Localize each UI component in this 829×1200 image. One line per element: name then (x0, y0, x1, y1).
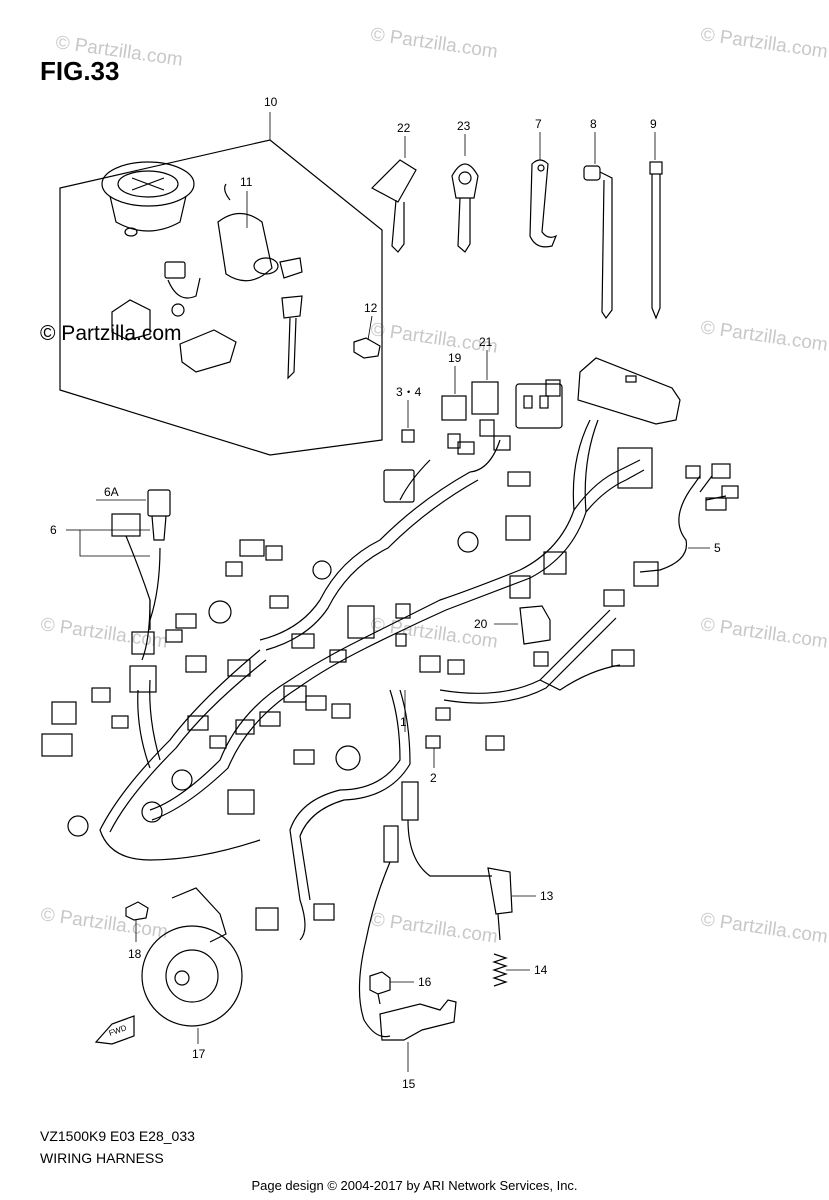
callout-1: 1 (400, 715, 407, 729)
part-21-relay: 21 (471, 335, 499, 437)
watermark: © Partzilla.com (699, 317, 829, 356)
part-22-key: 22 (371, 121, 417, 253)
callout-21: 21 (479, 335, 493, 349)
callout-22: 22 (397, 121, 411, 135)
callout-5: 5 (714, 541, 721, 555)
watermark: © Partzilla.com (369, 24, 499, 63)
part-13-switch: 13 (401, 781, 554, 941)
part-12-screw: 12 (353, 301, 381, 359)
callout-17: 17 (192, 1047, 206, 1061)
fwd-arrow-icon: FWD (94, 1015, 135, 1045)
part-10-ignition-set: 10 11 (59, 95, 383, 456)
part-8-clamp-tie: 8 (583, 117, 613, 320)
callout-6: 6 (50, 523, 57, 537)
part-7-clamp: 7 (529, 117, 558, 248)
figure-title: FIG.33 (40, 56, 120, 86)
part-19-relay: 19 (441, 351, 467, 449)
part-17-horn: 17 (141, 887, 243, 1061)
callout-15: 15 (402, 1077, 416, 1091)
callout-10: 10 (264, 95, 278, 109)
callout-14: 14 (534, 963, 548, 977)
main-connector-block (515, 357, 681, 429)
watermark: © Partzilla.com (699, 24, 829, 63)
part-9-cable-tie: 9 (649, 117, 663, 320)
callout-16: 16 (418, 975, 432, 989)
callout-11: 11 (240, 175, 253, 189)
callout-12: 12 (364, 301, 378, 315)
callout-13: 13 (540, 889, 554, 903)
callout-23: 23 (457, 119, 471, 133)
section-title: WIRING HARNESS (40, 1150, 164, 1166)
watermark: © Partzilla.com (369, 909, 499, 948)
part-15-switch: 15 (358, 825, 457, 1091)
part-5-sub-harness: 5 (633, 463, 739, 587)
part-6-harness-lead: 6 6A (50, 485, 171, 693)
harness-connectors (41, 435, 653, 931)
callout-9: 9 (650, 117, 657, 131)
part-20-relay: 20 (474, 605, 551, 645)
part-18-bolt: 18 (125, 901, 149, 961)
watermark: © Partzilla.com (54, 32, 184, 71)
part-2-terminal: 2 (425, 735, 441, 785)
watermark: © Partzilla.com (39, 904, 169, 943)
part-14-spring: 14 (492, 953, 548, 987)
part-16-bolt: 16 (369, 971, 432, 1005)
footer-credit: Page design © 2004-2017 by ARI Network S… (251, 1178, 578, 1193)
watermark: © Partzilla.com (699, 909, 829, 948)
callout-19: 19 (448, 351, 462, 365)
callout-7: 7 (535, 117, 542, 131)
callout-18: 18 (128, 947, 142, 961)
callout-3-4: 3・4 (396, 385, 422, 399)
callout-8: 8 (590, 117, 597, 131)
model-code: VZ1500K9 E03 E28_033 (40, 1128, 195, 1144)
callout-20: 20 (474, 617, 488, 631)
part-23-key: 23 (451, 119, 479, 253)
callout-2: 2 (430, 771, 437, 785)
callout-6a: 6A (104, 485, 119, 499)
part-1-wiring-harness: 1 (99, 419, 645, 941)
watermark: © Partzilla.com (699, 614, 829, 653)
part-3-4-fuse: 3・4 (396, 385, 422, 443)
kit-outline (59, 139, 383, 456)
copyright-mark: © Partzilla.com (40, 322, 182, 345)
